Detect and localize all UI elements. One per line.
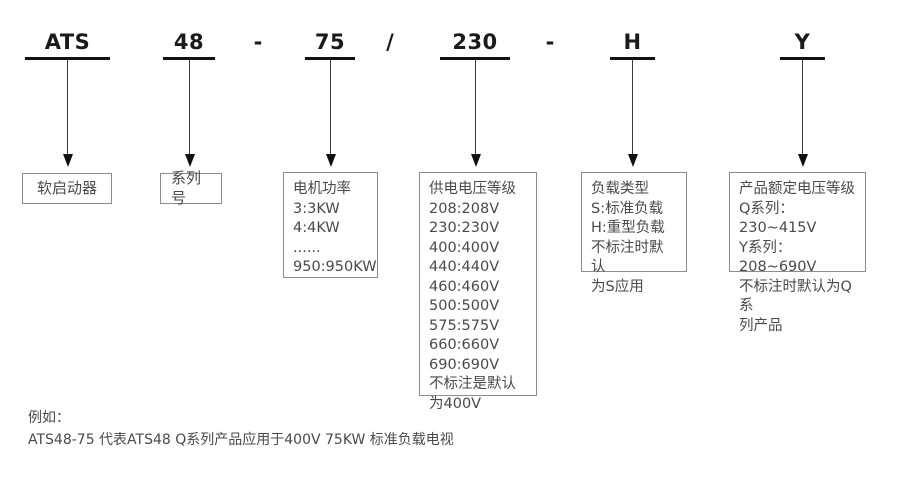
desc-line: 不标注时默认为Q系 (739, 278, 852, 315)
desc-line: 500:500V (429, 298, 500, 314)
arrow-head-y (797, 154, 808, 167)
desc-box-motor-power: 电机功率 3:3KW 4:4KW...... 950:950KW (283, 172, 378, 278)
desc-box-content: 系列号 (171, 169, 211, 208)
code-underline-230 (440, 57, 510, 60)
desc-line: 不标注时默认 (591, 239, 664, 276)
desc-line: 为400V (429, 395, 482, 412)
desc-box-content: 供电电压等级 208:208V 230:230V 400:400V 440:440V 46… (429, 180, 527, 414)
code-underline-75 (305, 57, 355, 60)
desc-box-content: 负载类型 S:标准负载 H:重型负载不标注时默认为S应用 (591, 180, 677, 297)
desc-line: 208:208V (429, 200, 500, 217)
desc-line: S:标准负载 (591, 200, 664, 217)
desc-line: Q系列：230~415V (739, 200, 817, 237)
arrow-stem-48 (189, 60, 190, 155)
code-underline-48 (163, 57, 215, 60)
desc-line: 3:3KW (293, 200, 340, 217)
example-text: ATS48-75 代表ATS48 Q系列产品应用于400V 75KW 标准负载电… (28, 432, 454, 448)
desc-line: 460:460V (429, 278, 500, 295)
desc-line: 4:4KW (293, 220, 340, 236)
desc-line: Y系列：208~690V (739, 239, 817, 276)
code-token-75: 75 (314, 30, 346, 54)
desc-line: 不标注是默认 (429, 376, 516, 392)
arrow-head-h (627, 154, 638, 167)
desc-line: ...... (293, 239, 321, 256)
desc-line: 负载类型 (591, 181, 649, 197)
desc-line: 软启动器 (36, 178, 97, 197)
arrow-head-ats (62, 154, 73, 167)
code-separator-1: / (386, 30, 394, 54)
desc-box-supply-voltage-class: 供电电压等级 208:208V 230:230V 400:400V 440:440V 46… (419, 172, 537, 412)
desc-box-soft-starter: 软启动器 (22, 173, 112, 204)
arrow-stem-75 (330, 60, 331, 155)
code-underline-h (610, 57, 655, 60)
example-label: 例如： (28, 410, 70, 426)
desc-line: 440:440V (429, 259, 500, 275)
code-token-h: H (623, 30, 642, 54)
code-underline-y (780, 57, 825, 60)
desc-box-load-type: 负载类型 S:标准负载 H:重型负载不标注时默认为S应用 (581, 172, 687, 295)
desc-line: 660:660V (429, 337, 500, 353)
code-separator-2: - (545, 30, 555, 54)
desc-line: 产品额定电压等级 (739, 181, 855, 197)
desc-line: 575:575V (429, 317, 500, 334)
code-token-48: 48 (173, 30, 205, 54)
desc-line: 400:400V (429, 239, 500, 256)
arrow-head-230 (470, 154, 481, 167)
arrow-stem-ats (67, 60, 68, 155)
desc-line: 230:230V (429, 220, 500, 236)
arrow-stem-y (802, 60, 803, 155)
desc-box-content: 软启动器 (37, 179, 97, 199)
desc-box-series-number: 系列号 (160, 169, 222, 207)
desc-line: 690:690V (429, 356, 500, 373)
desc-line: 950:950KW (293, 259, 377, 275)
arrow-head-48 (184, 154, 195, 167)
desc-line: 列产品 (739, 317, 783, 334)
code-token-y: Y (794, 30, 811, 54)
code-token-230: 230 (452, 30, 498, 54)
arrow-stem-h (632, 60, 633, 155)
desc-line: 电机功率 (293, 181, 351, 197)
arrow-head-75 (325, 154, 336, 167)
code-separator-0: - (253, 30, 263, 54)
code-token-ats: ATS (44, 30, 91, 54)
desc-line: 为S应用 (591, 278, 644, 295)
arrow-stem-230 (475, 60, 476, 155)
desc-line: H:重型负载 (591, 220, 665, 236)
desc-line: 系列号 (171, 169, 202, 207)
code-underline-ats (25, 57, 110, 60)
desc-line: 供电电压等级 (429, 181, 516, 197)
desc-box-content: 电机功率 3:3KW 4:4KW...... 950:950KW (293, 180, 377, 278)
